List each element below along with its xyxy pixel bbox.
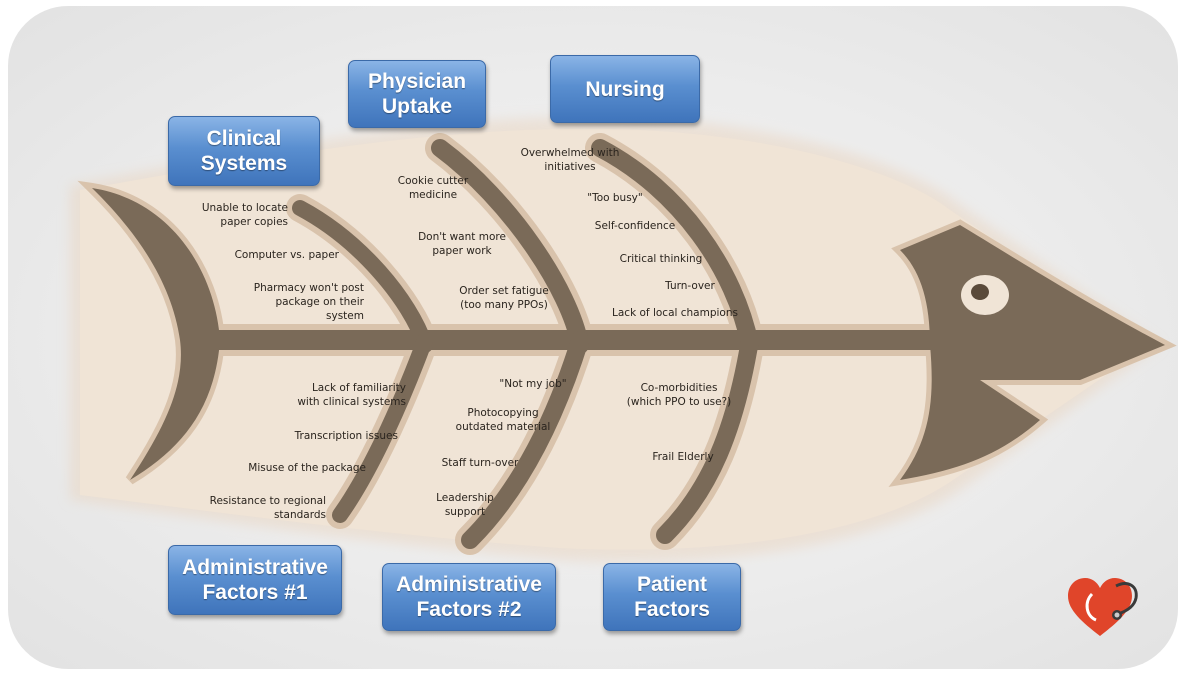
heart-stethoscope-icon (1068, 578, 1138, 636)
cause-item: Computer vs. paper (234, 249, 339, 261)
cause-item: Staff turn-over (441, 457, 519, 469)
bone-admin-2 (461, 331, 589, 549)
bone-patient (656, 331, 759, 544)
fish-tail (92, 188, 220, 480)
bone-admin-1 (332, 332, 433, 523)
cause-item: Misuse of the package (248, 462, 366, 474)
cause-item: Order set fatigue(too many PPOs) (459, 285, 549, 311)
bone-nursing (591, 139, 759, 354)
cause-item: Turn-over (665, 280, 715, 292)
cause-item: Transcription issues (294, 430, 398, 442)
bone-clinical-systems (292, 200, 433, 353)
cause-item: Lack of local champions (612, 307, 738, 319)
cause-item: "Not my job" (499, 378, 567, 390)
bone-physician-uptake (431, 139, 589, 354)
cause-item: Self-confidence (594, 220, 676, 232)
fish-pupil (971, 284, 989, 300)
cause-item: Co-morbidities(which PPO to use?) (626, 382, 732, 408)
category-nursing: Nursing (550, 55, 700, 123)
cause-item: Frail Elderly (652, 451, 714, 463)
cause-item: "Too busy" (587, 192, 643, 204)
cause-item: Critical thinking (619, 253, 703, 265)
